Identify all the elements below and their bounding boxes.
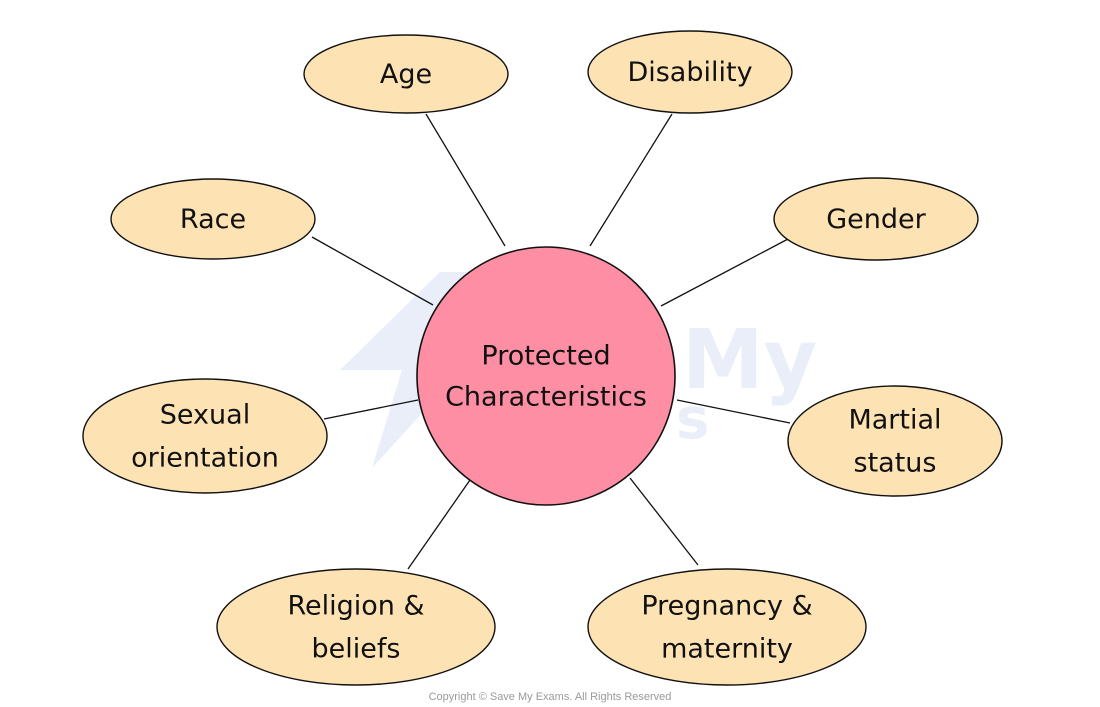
watermark-text: My (682, 313, 817, 408)
connector-sexual-orientation (323, 399, 419, 420)
connector-gender (660, 238, 789, 307)
node-race-label-line: Race (180, 204, 246, 235)
node-gender-label-line: Gender (826, 204, 926, 235)
node-sexual-orientation-label-line: Sexual (160, 400, 250, 431)
node-martial-status-ellipse (787, 385, 1003, 497)
watermark-bolt-icon (340, 272, 478, 468)
node-race-ellipse (110, 178, 316, 260)
node-martial-status-label-line: status (854, 448, 937, 479)
node-sexual-orientation-label-line: orientation (131, 443, 279, 474)
connector-religion-beliefs (407, 479, 471, 570)
connector-race (311, 236, 434, 306)
center-label-line: Protected (481, 341, 610, 372)
node-disability-label-line: Disability (627, 57, 752, 88)
node-age: Age (303, 34, 509, 114)
node-age-ellipse (303, 34, 509, 114)
watermark: My s (340, 272, 817, 468)
node-pregnancy-maternity-ellipse (587, 568, 867, 686)
node-religion-beliefs-label-line: beliefs (312, 634, 401, 665)
node-sexual-orientation-label: Sexual orientation (131, 400, 279, 474)
node-religion-beliefs-label: Religion & beliefs (287, 591, 424, 665)
node-pregnancy-maternity-label: Pregnancy & maternity (641, 591, 812, 665)
node-pregnancy-maternity: Pregnancy & maternity (587, 568, 867, 686)
node-pregnancy-maternity-label-line: Pregnancy & (641, 591, 812, 622)
center-circle (416, 246, 676, 506)
node-gender: Gender (773, 177, 979, 261)
copyright-text: Copyright © Save My Exams. All Rights Re… (429, 691, 672, 703)
node-disability-ellipse (587, 30, 793, 114)
node-gender-ellipse (773, 177, 979, 261)
node-martial-status-label-line: Martial (848, 405, 941, 436)
connectors (311, 113, 791, 570)
center-label-line: Characteristics (445, 382, 647, 413)
connector-age (425, 113, 506, 247)
node-pregnancy-maternity-label-line: maternity (661, 634, 793, 665)
watermark-text: s (676, 387, 709, 452)
node-religion-beliefs-ellipse (216, 568, 496, 686)
node-sexual-orientation-ellipse (82, 378, 328, 494)
node-martial-status: Martial status (787, 385, 1003, 497)
node-martial-status-label: Martial status (848, 405, 941, 479)
node-religion-beliefs: Religion & beliefs (216, 568, 496, 686)
node-religion-beliefs-label-line: Religion & (287, 591, 424, 622)
node-race: Race (110, 178, 316, 260)
node-sexual-orientation: Sexual orientation (82, 378, 328, 494)
node-disability: Disability (587, 30, 793, 114)
node-disability-label: Disability (627, 57, 752, 88)
node-race-label: Race (180, 204, 246, 235)
node-age-label: Age (380, 59, 432, 90)
node-gender-label: Gender (826, 204, 926, 235)
node-age-label-line: Age (380, 59, 432, 90)
connector-pregnancy-maternity (629, 477, 699, 566)
connector-disability (589, 113, 673, 247)
connector-martial-status (676, 399, 791, 424)
